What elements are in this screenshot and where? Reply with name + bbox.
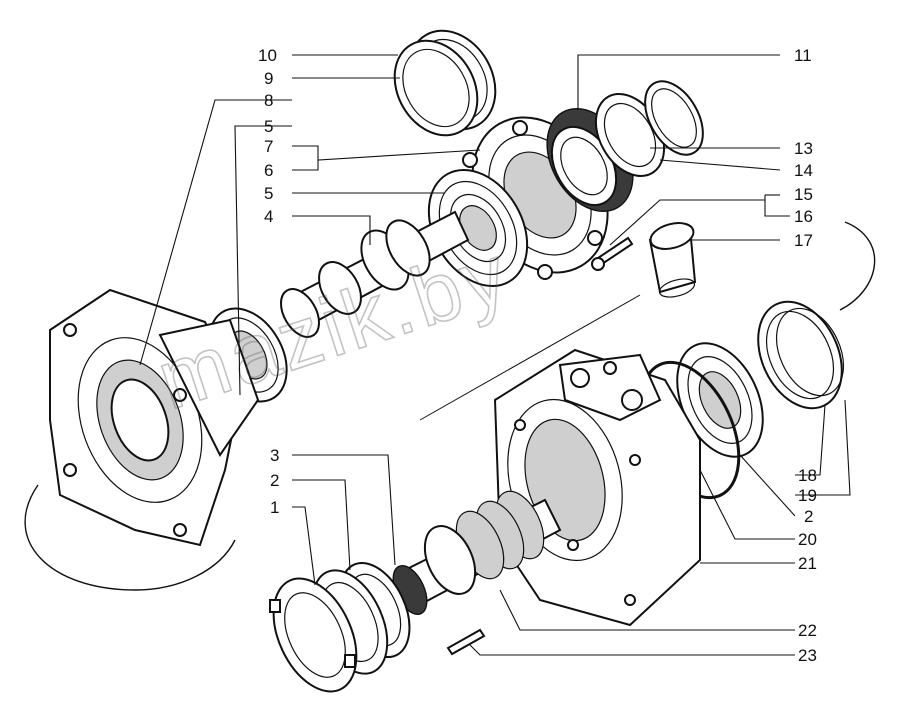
callout-18: 18 xyxy=(798,466,817,485)
callout-4: 4 xyxy=(264,207,273,226)
callout-17: 17 xyxy=(794,231,813,250)
assembly-arrow-left xyxy=(24,484,236,591)
callout-21: 21 xyxy=(798,554,817,573)
leader-lines xyxy=(139,54,851,656)
callout-19: 19 xyxy=(798,486,817,505)
housing-flange-part-8 xyxy=(49,288,260,547)
shaft-part-4 xyxy=(280,210,470,338)
housing-part-21 xyxy=(493,348,701,627)
callout-11: 11 xyxy=(794,46,812,65)
ball-bearing-part-5-upper xyxy=(427,168,529,288)
callout-3: 3 xyxy=(270,446,279,465)
callout-6: 6 xyxy=(264,161,273,180)
callout-9: 9 xyxy=(264,69,273,88)
callout-5-mid: 5 xyxy=(264,184,273,203)
callout-23: 23 xyxy=(798,646,817,665)
callout-7: 7 xyxy=(264,137,273,156)
callout-5-top: 5 xyxy=(264,117,273,136)
callout-2-right: 2 xyxy=(804,507,813,526)
callout-20: 20 xyxy=(798,530,817,549)
callout-2-left: 2 xyxy=(270,471,279,490)
callout-8: 8 xyxy=(264,91,273,110)
bolt-part-16 xyxy=(591,236,634,271)
callout-15: 15 xyxy=(794,185,813,204)
callout-labels: 10 9 8 5 7 6 5 4 11 13 14 15 16 17 18 19… xyxy=(258,46,817,665)
slotted-nut-part-1 xyxy=(269,577,358,693)
callout-16: 16 xyxy=(794,207,813,226)
pin-part-23 xyxy=(446,628,486,656)
snap-ring-part-13 xyxy=(644,80,704,156)
callout-14: 14 xyxy=(794,161,813,180)
callout-22: 22 xyxy=(798,621,817,640)
watermark: mazik.by xyxy=(147,225,522,427)
assembly-arrow-right xyxy=(839,221,876,311)
alignment-line xyxy=(419,294,641,421)
ring-part-18-19 xyxy=(757,300,845,410)
breather-part-17 xyxy=(648,222,697,298)
seal-cup-part-11 xyxy=(546,108,634,212)
ring-part-9 xyxy=(393,39,479,137)
callout-10: 10 xyxy=(258,46,277,65)
callout-13: 13 xyxy=(794,139,813,158)
callout-1: 1 xyxy=(270,498,279,517)
